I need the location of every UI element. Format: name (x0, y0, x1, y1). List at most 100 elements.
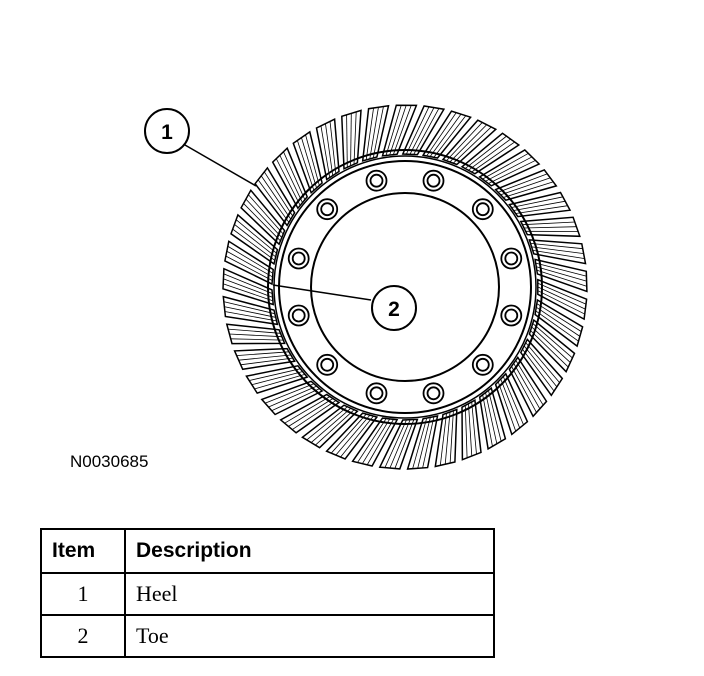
gear-tooth (254, 166, 296, 227)
tooth-shading-line (243, 203, 281, 241)
tooth-shading-line (233, 223, 276, 258)
tooth-shading-line (532, 323, 573, 359)
tooth-shading-line (340, 415, 374, 458)
tooth-shading-line (226, 250, 273, 278)
tooth-shading-line (385, 104, 402, 156)
legend-row: 1 Heel (40, 572, 495, 616)
tooth-shading-line (482, 152, 529, 180)
tooth-shading-line (247, 194, 284, 235)
gear-tooth (260, 380, 324, 416)
gear-tooth (381, 104, 418, 157)
callout-1-leader (184, 144, 257, 187)
tooth-shading-line (227, 245, 273, 274)
tooth-shading-line (357, 418, 387, 463)
bolt-hole-bore (426, 386, 441, 401)
tooth-shading-line (537, 286, 586, 310)
tooth-shading-line (513, 200, 566, 211)
tooth-shading-line (513, 363, 541, 410)
callout-1: 1 (144, 108, 190, 154)
tooth-shading-line (245, 198, 282, 238)
tooth-shading-line (515, 360, 544, 406)
tooth-shading-line (532, 250, 585, 259)
bolt-hole-bore (291, 251, 306, 266)
tooth-shading-line (536, 266, 588, 282)
legend-header-row: Item Description (40, 528, 495, 574)
tooth-shading-line (268, 385, 317, 408)
tooth-shading-line (236, 351, 289, 356)
tooth-shading-line (525, 342, 561, 384)
tooth-shading-line (225, 255, 273, 281)
tooth-shading-line (283, 151, 306, 200)
tooth-shading-line (485, 392, 498, 445)
tooth-shading-line (393, 104, 412, 155)
header-item: Item (40, 528, 126, 574)
tooth-shading-line (222, 283, 273, 302)
tooth-shading-line (500, 379, 521, 429)
tooth-shading-line (537, 290, 586, 315)
gear-tooth (494, 168, 558, 202)
tooth-shading-line (238, 354, 291, 361)
gear-tooth (292, 130, 323, 194)
tooth-shading-line (389, 104, 407, 156)
legend-table: Item Description 1 Heel 2 Toe (40, 528, 495, 658)
tooth-shading-line (320, 125, 331, 178)
gear-tooth (245, 364, 309, 394)
tooth-shading-line (310, 408, 351, 444)
legend-item-description: Heel (124, 572, 495, 616)
gear-outer-rim (267, 149, 543, 425)
tooth-shading-line (453, 126, 492, 164)
gear-tooth (494, 372, 529, 436)
figure-id: N0030685 (70, 452, 149, 471)
tooth-shading-line (260, 175, 292, 220)
tooth-shading-line (500, 177, 551, 196)
tooth-shading-line (412, 418, 428, 469)
bolt-hole-bore (426, 173, 441, 188)
tooth-shading-line (232, 228, 275, 261)
tooth-shading-line (227, 328, 281, 334)
tooth-shading-line (515, 205, 568, 214)
tooth-shading-line (468, 403, 473, 457)
tooth-shading-line (263, 171, 293, 217)
tooth-shading-line (522, 221, 576, 226)
tooth-shading-line (535, 310, 579, 342)
tooth-shading-line (325, 123, 334, 176)
tooth-shading-line (536, 303, 582, 332)
tooth-shading-line (254, 374, 305, 390)
gear-inner-bore (310, 192, 500, 382)
tooth-shading-line (301, 137, 317, 188)
tooth-shading-line (497, 381, 517, 432)
bolt-hole-bore (504, 251, 519, 266)
gear-tooth (534, 258, 588, 293)
tooth-shading-line (369, 106, 379, 159)
tooth-shading-line (223, 278, 273, 298)
tooth-shading-line (229, 333, 282, 338)
bolt-hole-bore (504, 308, 519, 323)
tooth-shading-line (224, 306, 276, 318)
tooth-shading-line (314, 409, 355, 446)
tooth-shading-line (291, 400, 337, 431)
tooth-shading-line (433, 115, 467, 158)
tooth-shading-line (536, 306, 581, 337)
tooth-shading-line (422, 416, 435, 469)
tooth-shading-line (353, 111, 357, 165)
callout-2: 2 (371, 285, 417, 331)
tooth-shading-line (537, 282, 587, 305)
callout-2-number: 2 (388, 298, 400, 321)
tooth-shading-line (223, 301, 275, 315)
tooth-shading-line (287, 398, 333, 427)
tooth-shading-line (230, 338, 284, 341)
tooth-shading-line (224, 311, 277, 322)
tooth-shading-line (279, 154, 303, 203)
tooth-shading-line (471, 141, 516, 173)
tooth-shading-line (530, 330, 569, 368)
tooth-shading-line (471, 401, 477, 455)
gear-tooth (222, 295, 279, 326)
tooth-shading-line (235, 219, 277, 254)
tooth-shading-line (335, 414, 371, 456)
gear-tooth (271, 146, 309, 210)
tooth-shading-line (468, 138, 512, 171)
tooth-shading-line (223, 273, 273, 294)
bolt-hole-bore (291, 308, 306, 323)
tooth-shading-line (446, 122, 483, 161)
tooth-shading-line (248, 368, 301, 381)
